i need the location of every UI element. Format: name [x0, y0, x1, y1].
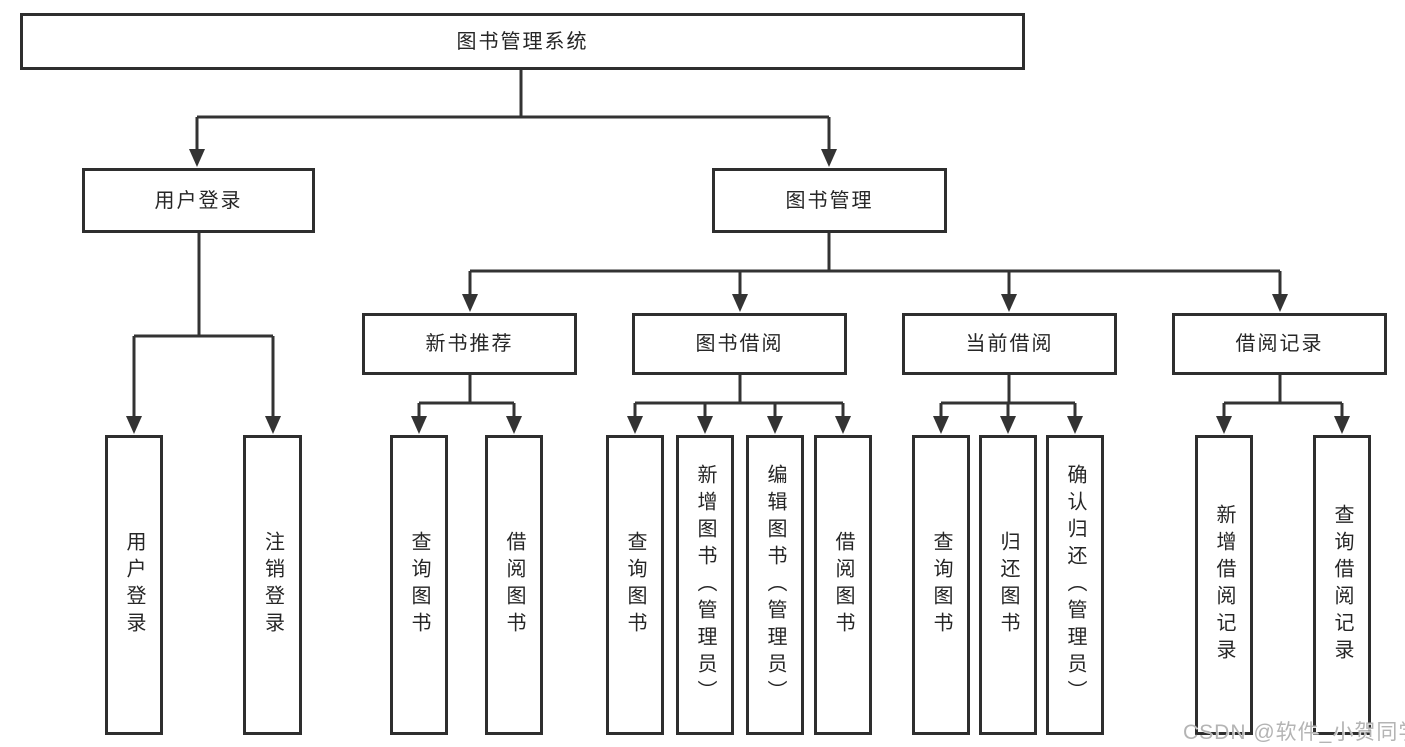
node-user-login-label: 用户登录	[154, 189, 243, 212]
leaf-user-login-label: 用户登录	[123, 531, 145, 639]
node-book-management: 图书管理	[712, 168, 947, 233]
node-book-management-label: 图书管理	[785, 189, 874, 212]
leaf-borrowing-query-books-label: 查询图书	[624, 531, 646, 639]
leaf-borrowing-add-books-admin-label: 新增图书（管理员）	[694, 463, 716, 707]
leaf-current-confirm-return-admin-label: 确认归还（管理员）	[1064, 463, 1086, 707]
leaf-borrowing-borrow-books: 借阅图书	[814, 435, 872, 735]
node-new-book-recommend-label: 新书推荐	[425, 333, 514, 355]
leaf-borrowing-edit-books-admin-label: 编辑图书（管理员）	[764, 463, 786, 707]
node-system-root-label: 图书管理系统	[456, 30, 589, 53]
leaf-logout-label: 注销登录	[261, 531, 284, 639]
node-book-borrowing-label: 图书借阅	[695, 333, 784, 355]
leaf-current-query-books: 查询图书	[912, 435, 970, 735]
leaf-borrowing-query-books: 查询图书	[606, 435, 664, 735]
leaf-borrowing-edit-books-admin: 编辑图书（管理员）	[746, 435, 804, 735]
leaf-newbook-query-books-label: 查询图书	[408, 531, 430, 639]
node-borrowing-records: 借阅记录	[1172, 313, 1387, 375]
leaf-newbook-borrow-books-label: 借阅图书	[503, 531, 525, 639]
leaf-records-add-record: 新增借阅记录	[1195, 435, 1253, 735]
node-system-root: 图书管理系统	[20, 13, 1025, 70]
leaf-logout: 注销登录	[243, 435, 302, 735]
leaf-current-return-books-label: 归还图书	[997, 531, 1019, 639]
leaf-borrowing-borrow-books-label: 借阅图书	[832, 531, 854, 639]
leaf-current-return-books: 归还图书	[979, 435, 1037, 735]
leaf-current-confirm-return-admin: 确认归还（管理员）	[1046, 435, 1104, 735]
leaf-borrowing-add-books-admin: 新增图书（管理员）	[676, 435, 734, 735]
leaf-current-query-books-label: 查询图书	[930, 531, 952, 639]
leaf-records-add-record-label: 新增借阅记录	[1213, 504, 1235, 666]
leaf-records-query-record-label: 查询借阅记录	[1331, 504, 1353, 666]
node-borrowing-records-label: 借阅记录	[1235, 333, 1324, 355]
node-user-login: 用户登录	[82, 168, 315, 233]
leaf-user-login: 用户登录	[105, 435, 163, 735]
node-new-book-recommend: 新书推荐	[362, 313, 577, 375]
node-current-borrowing-label: 当前借阅	[965, 333, 1054, 355]
leaf-records-query-record: 查询借阅记录	[1313, 435, 1371, 735]
leaf-newbook-query-books: 查询图书	[390, 435, 448, 735]
csdn-watermark: CSDN @软件_小贺同学	[1183, 721, 1405, 744]
node-current-borrowing: 当前借阅	[902, 313, 1117, 375]
node-book-borrowing: 图书借阅	[632, 313, 847, 375]
leaf-newbook-borrow-books: 借阅图书	[485, 435, 543, 735]
